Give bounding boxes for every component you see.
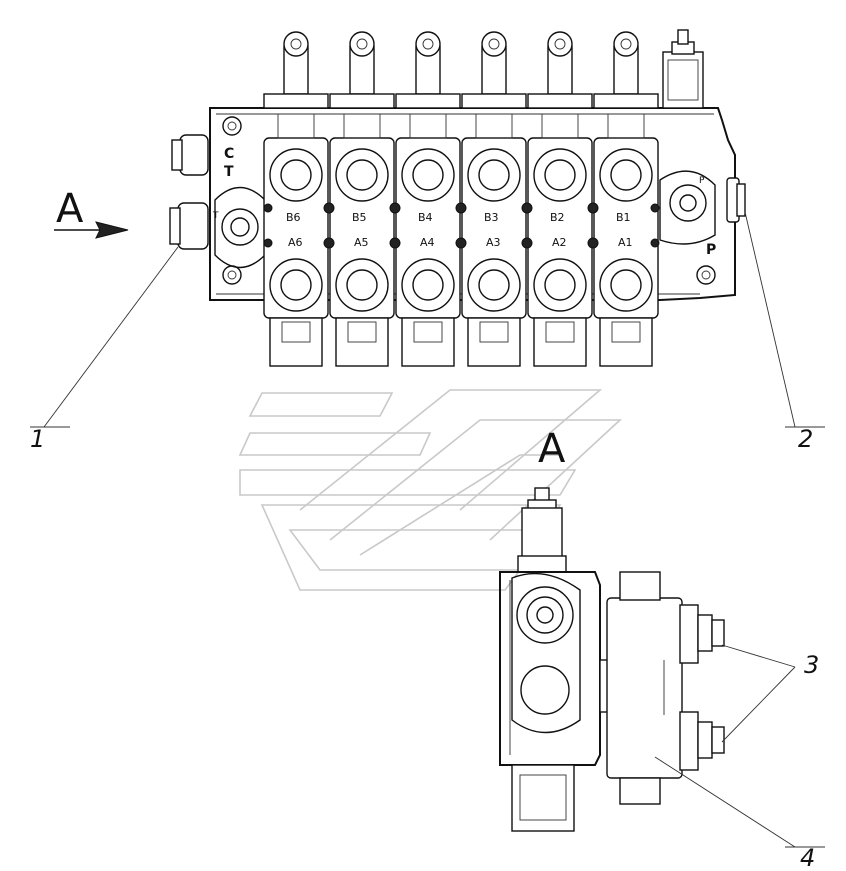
callout-1: 1 [30, 425, 45, 453]
port-label-a3: A3 [486, 236, 501, 249]
port-label-b3: B3 [484, 211, 499, 224]
callout-4: 4 [800, 844, 815, 871]
side-view: A [499, 426, 725, 832]
port-label-b5: B5 [352, 211, 367, 224]
port-label-a2: A2 [552, 236, 567, 249]
port-label-a4: A4 [420, 236, 435, 249]
lever-stubs [263, 31, 659, 109]
valve-sections [263, 113, 659, 367]
ct-mark-c: C [224, 146, 234, 162]
port-label-b6: B6 [286, 211, 301, 224]
port-label-b1: B1 [616, 211, 631, 224]
port-label-b4: B4 [418, 211, 433, 224]
p-port-mark-small: P [699, 176, 705, 186]
port-labels: B6 A6 B5 A5 B4 A4 B3 A3 B2 A2 B1 A1 [286, 211, 633, 249]
view-label-large: A [56, 186, 84, 232]
port-label-a6: A6 [288, 236, 303, 249]
callout-leaders [30, 211, 825, 848]
view-label-small: A [538, 426, 566, 472]
view-arrow: A [54, 186, 129, 239]
ct-mark-t: T [224, 164, 234, 180]
p-port-mark: P [706, 242, 716, 258]
callout-3: 3 [804, 651, 819, 679]
port-label-b2: B2 [550, 211, 565, 224]
port-label-a5: A5 [354, 236, 369, 249]
port-label-a1: A1 [618, 236, 633, 249]
main-valve-block [169, 29, 746, 301]
callout-2: 2 [798, 425, 813, 453]
t-port-mark: T [212, 211, 219, 221]
section-bolts [263, 202, 660, 249]
